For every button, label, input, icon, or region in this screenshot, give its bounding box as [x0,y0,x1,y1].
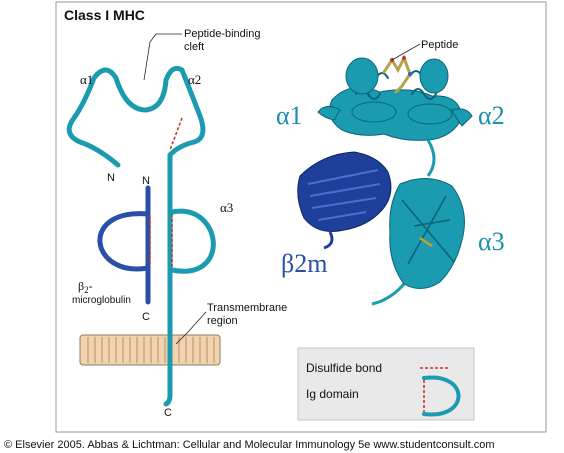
figure-title: Class I MHC [64,7,145,23]
ribbon-alpha1-label: α1 [276,101,303,130]
legend-box: Disulfide bond Ig domain [297,347,475,421]
ribbon-b2m-loop [323,231,334,250]
ribbon-alpha3-tail [371,283,406,306]
legend-ig-domain-swatch [422,375,461,417]
schematic-leader-lines [143,33,207,345]
ribbon-alpha3-domain [389,178,465,289]
transmembrane-label-line2: region [207,315,238,327]
heavy-chain-stalk [163,152,173,407]
peptide-binding-cleft-label-line2: cleft [184,41,204,53]
b2m-n-terminus: N [142,175,150,187]
schematic-alpha2-label: α2 [188,72,201,87]
ribbon-alpha3-disulfide [419,236,433,248]
ribbon-structure: Peptide α1 α2 α3 β2m [276,39,505,306]
schematic-alpha1-label: α1 [80,72,93,87]
ribbon-alpha2-label: α2 [478,101,505,130]
heavy-chain-c-terminus: C [164,407,172,419]
ribbon-alpha3-label: α3 [478,227,505,256]
ribbon-peptide-leader [391,43,421,61]
ribbon-b2m-label: β2m [281,249,327,278]
b2m-label-line2: microglobulin [72,295,131,306]
schematic-diagram: Peptide-binding cleft α1 α2 α3 N N C C β… [66,28,287,419]
heavy-chain-n-terminus: N [107,172,115,184]
ribbon-alpha3-strands [401,195,455,265]
alpha1-alpha2-heavy-chain [66,65,206,168]
ribbon-b2m-strands [307,169,381,221]
ribbon-linker [426,139,436,177]
alpha2-disulfide-bond [169,117,183,151]
membrane-bilayer [79,334,221,366]
b2m-label-line1: β2- [78,279,93,295]
schematic-alpha3-label: α3 [220,200,233,215]
b2m-ig-domain [97,185,151,305]
ribbon-peptide-label: Peptide [421,39,458,51]
ribbon-helices [317,57,473,127]
peptide-binding-cleft-label-line1: Peptide-binding [184,28,260,40]
copyright-credit: © Elsevier 2005. Abbas & Lichtman: Cellu… [4,439,495,451]
legend-disulfide-label: Disulfide bond [306,361,382,375]
b2m-c-terminus: C [142,311,150,323]
transmembrane-label-line1: Transmembrane [207,302,287,314]
alpha3-ig-domain [169,208,216,274]
legend-ig-domain-label: Ig domain [306,387,359,401]
